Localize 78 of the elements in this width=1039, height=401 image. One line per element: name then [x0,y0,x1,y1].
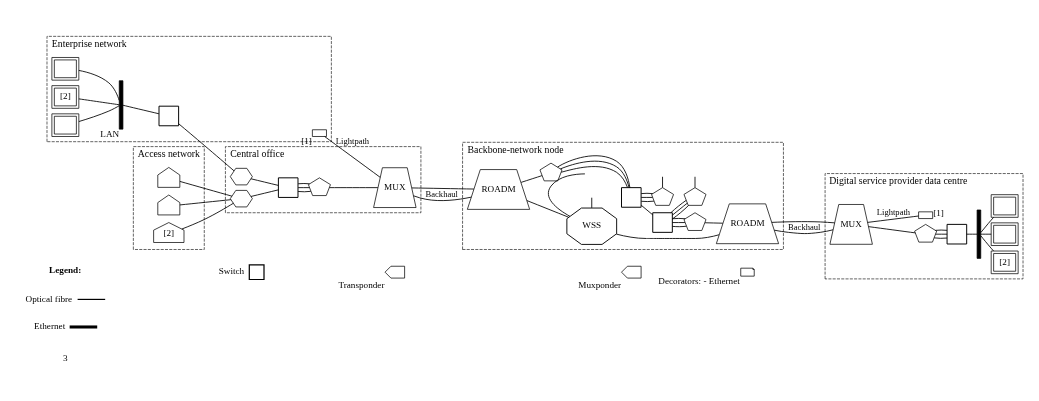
node-label: [1] [932,207,944,218]
node-switch [651,212,673,233]
connector [704,222,723,224]
connector [590,197,592,209]
connector [640,200,654,202]
connector [297,190,311,193]
node-label: LAN [99,128,119,139]
connector [179,181,232,197]
connector [671,218,686,220]
edge-label: Lightpath [335,136,369,147]
connector [671,204,689,220]
connector [520,175,542,183]
connector [560,166,628,188]
node-house [156,194,180,216]
label: Legend: [48,265,81,276]
legend-label: Ethernet [33,321,65,332]
node-transponder [229,167,253,186]
connector [77,70,120,101]
connector [180,202,234,230]
connector [934,229,947,231]
legend-label: Switch [218,266,244,277]
connector [694,176,695,188]
connector [179,199,231,206]
connector [410,187,474,190]
node-muxponder [307,177,331,196]
connector [526,200,569,218]
connector [297,183,310,185]
node-switch [277,177,298,198]
connector [250,189,279,197]
node-box [311,129,327,137]
connector [615,233,719,239]
legend-label: Decorators: - Ethernet [657,275,740,286]
node-muxponder [913,224,937,243]
legend-label: Optical fibre [25,293,72,304]
connector [250,178,279,186]
node-muxponder [683,212,706,231]
legend-label: Muxponder [577,280,621,291]
connector [979,216,994,233]
node-transponder [229,190,253,208]
connector [122,104,159,115]
label: 3 [62,352,68,363]
connector [640,204,653,216]
node-bar [118,80,123,130]
connector [979,233,992,235]
connector [671,225,687,228]
node-switch [946,223,967,245]
connector [671,222,685,223]
node-muxponder [539,162,562,182]
edge-label: Backhaul [787,222,820,233]
connector [412,195,472,201]
connector [323,136,381,178]
connector [547,173,585,217]
node-muxponder [650,187,674,206]
node-switch [620,187,642,208]
connector [297,187,310,189]
edge-label: Backhaul [425,188,458,199]
connector [661,176,663,188]
connector [640,197,653,198]
edge-label: Lightpath [876,207,910,218]
connector [78,105,120,122]
node-house [156,167,180,188]
connector [328,187,378,189]
node-switch [158,105,179,127]
connector [934,233,947,235]
node-box [917,211,933,219]
connector [866,215,919,223]
connector [867,226,916,234]
connector [965,233,977,235]
legend-label: Transponder [337,280,384,291]
node-bar [976,209,981,259]
connector [933,237,947,239]
node-muxponder [683,187,706,206]
connector [77,98,120,106]
connector [979,235,994,252]
connector [770,221,835,224]
connector [640,192,653,194]
connector [773,229,833,234]
connector [177,123,234,172]
